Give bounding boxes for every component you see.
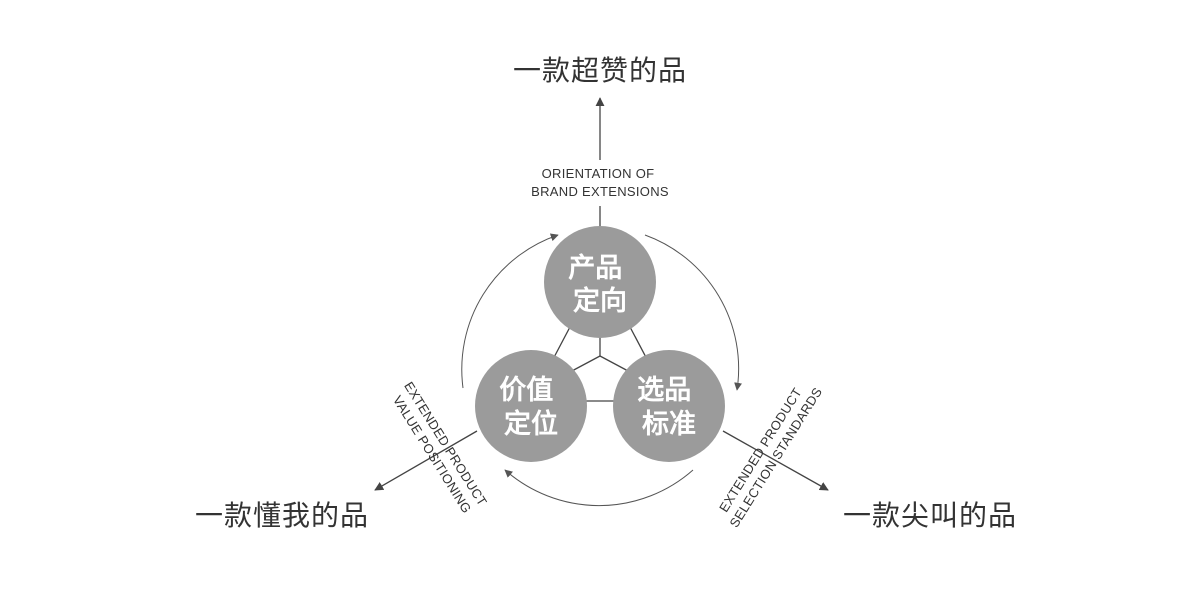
node-top-line-1: 产品 [568,253,622,284]
outcome-top: 一款超赞的品 [513,54,687,87]
node-right-line-1: 选品 [637,375,691,406]
inner-triangle [529,268,671,402]
node-top-label: 产品 定向 [568,253,631,317]
caption-top: ORIENTATION OF BRAND EXTENSIONS [531,166,669,199]
node-right-label: 选品 标准 [637,375,700,440]
caption-right-line-2: SELECTION STANDARDS [726,385,825,531]
arrow-left [374,430,478,491]
cycle-arc-top-right [644,234,743,391]
node-top [544,226,656,338]
cycle-arc-bottom [504,469,694,506]
arrow-right [722,430,829,491]
outcome-right: 一款尖叫的品 [843,499,1017,532]
caption-right: EXTENDED PRODUCT SELECTION STANDARDS [712,376,825,531]
node-left [475,350,587,462]
caption-top-line-2: BRAND EXTENSIONS [531,184,669,199]
node-right-line-2: 标准 [642,409,696,440]
cycle-arc-top-left [461,233,559,389]
caption-top-line-1: ORIENTATION OF [542,166,655,181]
node-right [613,350,725,462]
node-top-line-2: 定向 [573,285,627,317]
center-spoke-left [569,355,601,373]
node-left-line-1: 价值 [499,375,553,406]
center-spoke-right [599,355,631,373]
node-left-label: 价值 定位 [499,375,562,440]
outcome-left: 一款懂我的品 [195,499,369,532]
node-left-line-2: 定位 [504,408,558,440]
